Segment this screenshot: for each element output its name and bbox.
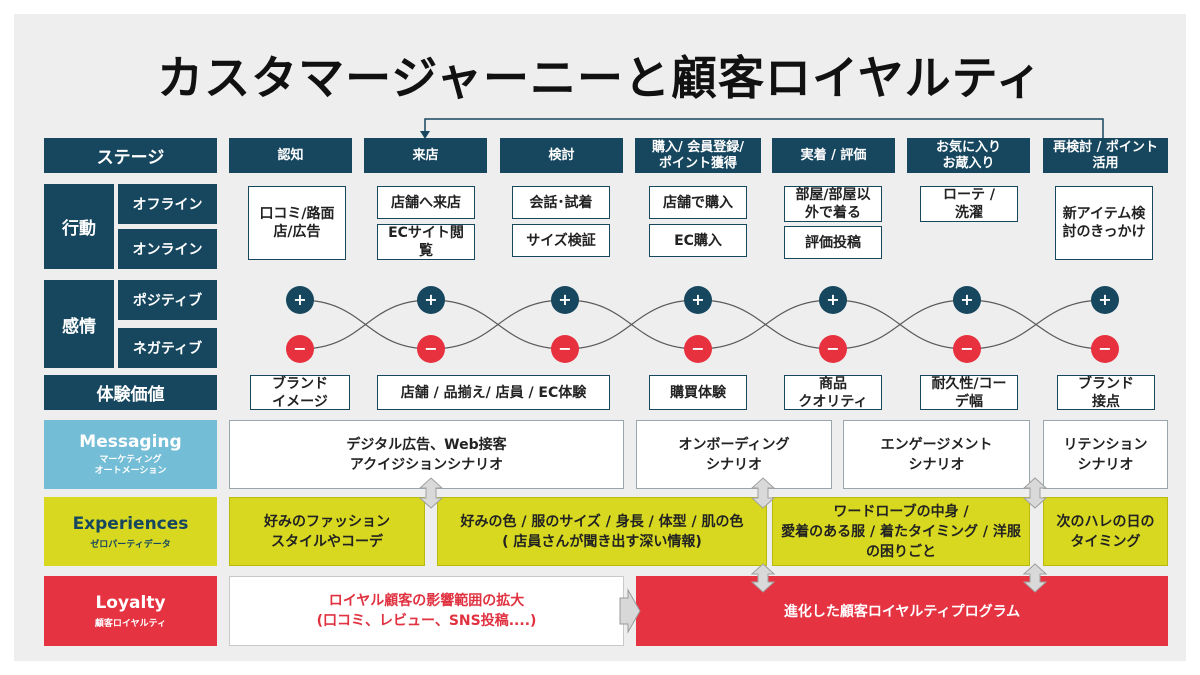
emotion-wave-segment: [966, 299, 1106, 350]
messaging-band-label: Messaging マーケティング オートメーション: [44, 420, 217, 489]
emotion-wave-segment: [430, 299, 566, 350]
stage-okiniiri: お気に入り お蔵入り: [907, 138, 1030, 173]
page-title: カスタマージャーニーと顧客ロイヤルティ: [157, 51, 1043, 105]
emotion-positive-node: +: [286, 286, 314, 314]
emotion-wave-segment: [564, 299, 699, 350]
experience-wardrobe: ワードローブの中身 / 愛着のある服 / 着たタイミング / 洋服 の困りごと: [772, 497, 1030, 566]
loop-back-arrow-line: [424, 118, 1104, 138]
emotion-positive-label: ポジティブ: [118, 280, 217, 320]
action-online-label: オンライン: [118, 229, 217, 269]
action-jichaku-offline: 部屋/部屋以 外で着る: [784, 186, 882, 222]
action-jichaku-online: 評価投稿: [784, 226, 882, 259]
messaging-onboarding: オンボーディング シナリオ: [636, 420, 832, 489]
messaging-engagement: エンゲージメント シナリオ: [843, 420, 1030, 489]
emotion-negative-node: −: [953, 335, 981, 363]
action-raiten-online: ECサイト閲 覧: [377, 224, 475, 260]
value-purchase-experience: 購買体験: [649, 375, 747, 410]
loyalty-influence-expansion: ロイヤル顧客の影響範囲の拡大 (口コミ、レビュー、SNS投稿....): [229, 576, 624, 646]
emotion-negative-node: −: [286, 335, 314, 363]
action-row-label: 行動: [44, 184, 114, 269]
messaging-label-ja: マーケティング オートメーション: [94, 455, 167, 476]
action-raiten-offline: 店舗へ来店: [377, 186, 475, 219]
emotion-wave-curves: [299, 299, 1106, 350]
action-kounyu-online: EC購入: [649, 224, 747, 257]
stage-kounyu: 購入/ 会員登録/ ポイント獲得: [635, 138, 761, 173]
emotion-positive-node: +: [819, 286, 847, 314]
loop-back-arrowhead: [420, 131, 430, 139]
emotion-negative-node: −: [1091, 335, 1119, 363]
value-brand-touchpoint: ブランド 接点: [1057, 375, 1155, 410]
stage-saikento: 再検討 / ポイント 活用: [1043, 138, 1168, 173]
loyalty-label-en: Loyalty: [95, 593, 166, 613]
emotion-positive-node: +: [417, 286, 445, 314]
emotion-negative-node: −: [417, 335, 445, 363]
experience-body-info: 好みの色 / 服のサイズ / 身長 / 体型 / 肌の色 ( 店員さんが聞き出す…: [437, 497, 767, 566]
emotion-positive-node: +: [684, 286, 712, 314]
stage-kento: 検討: [500, 138, 623, 173]
value-row-label: 体験価値: [44, 375, 217, 410]
loyalty-band-label: Loyalty 顧客ロイヤルティ: [44, 576, 217, 646]
value-durability: 耐久性/コー デ幅: [920, 375, 1018, 410]
experiences-label-ja: ゼロパーティデータ: [90, 539, 171, 550]
messaging-label-en: Messaging: [79, 432, 182, 452]
emotion-wave-segment: [832, 299, 968, 350]
emotion-negative-node: −: [819, 335, 847, 363]
messaging-acquisition: デジタル広告、Web接客 アクイジションシナリオ: [229, 420, 624, 489]
stage-row-label: ステージ: [44, 138, 217, 173]
emotion-negative-node: −: [684, 335, 712, 363]
stage-raiten: 来店: [364, 138, 487, 173]
emotion-wave-segment: [697, 299, 834, 350]
action-kento-online: サイズ検証: [512, 224, 610, 257]
emotion-wave-segment: [299, 299, 432, 350]
messaging-retention: リテンション シナリオ: [1043, 420, 1168, 489]
value-brand-image: ブランド イメージ: [250, 375, 350, 410]
experiences-label-en: Experiences: [72, 513, 189, 534]
stage-jichaku: 実着 / 評価: [772, 138, 895, 173]
experiences-band-label: Experiences ゼロパーティデータ: [44, 497, 217, 566]
action-ninchi: 口コミ/路面 店/広告: [248, 186, 346, 260]
emotion-row-label: 感情: [44, 280, 114, 368]
action-okiniiri: ローテ / 洗濯: [920, 186, 1018, 222]
loyalty-label-ja: 顧客ロイヤルティ: [94, 619, 167, 629]
emotion-positive-node: +: [953, 286, 981, 314]
stage-ninchi: 認知: [229, 138, 352, 173]
action-kounyu-offline: 店舗で購入: [649, 186, 747, 219]
action-offline-label: オフライン: [118, 184, 217, 224]
value-store-experience: 店舗 / 品揃え/ 店員 / EC体験: [377, 375, 610, 410]
emotion-negative-node: −: [551, 335, 579, 363]
action-kento-offline: 会話･試着: [512, 186, 610, 219]
action-saikento: 新アイテム検 討のきっかけ: [1055, 186, 1153, 260]
value-product-quality: 商品 クオリティ: [784, 375, 882, 410]
emotion-positive-node: +: [1091, 286, 1119, 314]
experience-style: 好みのファッション スタイルやコーデ: [229, 497, 425, 566]
experience-next-occasion: 次のハレの日の タイミング: [1043, 497, 1168, 566]
emotion-positive-node: +: [551, 286, 579, 314]
loyalty-evolved-program: 進化した顧客ロイヤルティプログラム: [636, 576, 1168, 646]
emotion-negative-label: ネガティブ: [118, 328, 217, 368]
